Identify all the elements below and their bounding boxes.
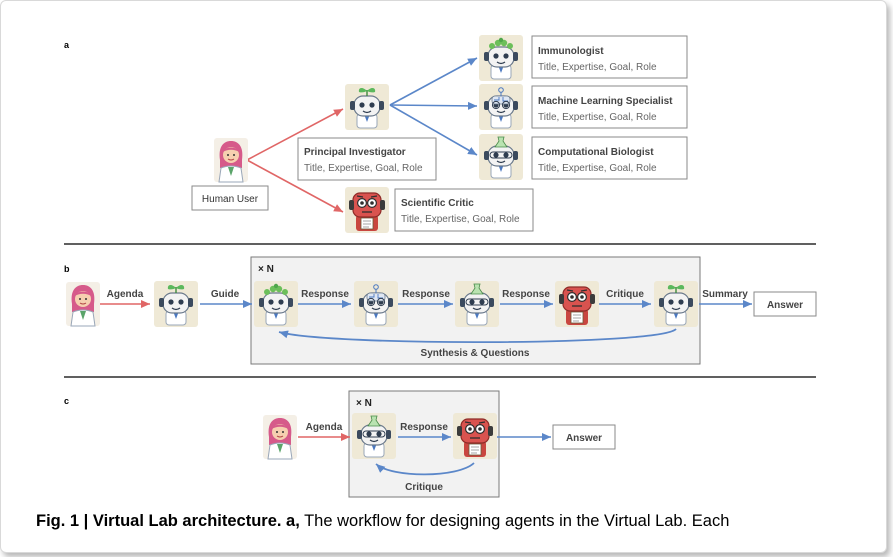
principal-investigator-icon xyxy=(345,84,389,130)
edge-c-response: Response xyxy=(400,422,448,433)
c-comp-biologist-icon xyxy=(352,413,396,459)
human-user-icon xyxy=(213,137,249,183)
arrow-b-synthesis-loop xyxy=(278,328,677,344)
b-critic-icon xyxy=(554,280,600,328)
critic-subtitle: Title, Expertise, Goal, Role xyxy=(401,214,520,225)
critic-title: Scientific Critic xyxy=(401,198,474,209)
ml-specialist-subtitle: Title, Expertise, Goal, Role xyxy=(538,112,657,123)
b-pi-icon xyxy=(154,281,198,327)
arrow-pi-to-comp-biologist xyxy=(389,104,478,156)
edge-b-response-1: Response xyxy=(301,289,349,300)
panel-c-label: c xyxy=(64,396,69,406)
c-human-user-icon xyxy=(262,414,298,460)
panel-c: c × N Agenda Response Critique Answer xyxy=(64,390,616,498)
arrow-pi-to-immunologist xyxy=(389,57,478,106)
caption-bold: Fig. 1 | Virtual Lab architecture. a, xyxy=(36,512,300,530)
comp-biologist-box xyxy=(531,136,688,180)
b-immunologist-icon xyxy=(254,281,298,327)
pi-title: Principal Investigator xyxy=(304,147,406,158)
caption-text: The workflow for designing agents in the… xyxy=(299,512,730,530)
comp-biologist-icon xyxy=(479,134,523,180)
immunologist-subtitle: Title, Expertise, Goal, Role xyxy=(538,62,657,73)
panel-b-repeat-label: × N xyxy=(258,264,274,275)
immunologist-box xyxy=(531,35,688,79)
immunologist-icon xyxy=(479,35,523,81)
panel-c-repeat-label: × N xyxy=(356,398,372,409)
b-ml-specialist-icon xyxy=(354,281,398,327)
b-answer-label: Answer xyxy=(767,300,803,311)
arrow-pi-to-ml-specialist xyxy=(389,101,478,110)
ml-specialist-icon xyxy=(479,84,523,130)
ml-specialist-box xyxy=(531,85,688,129)
edge-b-response-2: Response xyxy=(402,289,450,300)
b-human-user-icon xyxy=(65,281,101,327)
b-pi-summary-icon xyxy=(654,281,698,327)
edge-b-critique: Critique xyxy=(606,289,644,300)
human-user-label: Human User xyxy=(202,194,259,205)
edge-b-agenda: Agenda xyxy=(107,289,144,300)
b-comp-biologist-icon xyxy=(455,281,499,327)
comp-biologist-title: Computational Biologist xyxy=(538,147,654,158)
arrow-c-critique-loop xyxy=(375,462,475,476)
c-answer-box xyxy=(552,424,616,450)
pi-box xyxy=(297,137,437,181)
arrow-human-to-critic xyxy=(246,159,344,213)
edge-b-guide: Guide xyxy=(211,289,240,300)
ml-specialist-title: Machine Learning Specialist xyxy=(538,96,673,107)
edge-c-critique: Critique xyxy=(405,482,443,493)
panel-a: a Human User Principal Investigator Titl… xyxy=(64,35,688,234)
comp-biologist-subtitle: Title, Expertise, Goal, Role xyxy=(538,163,657,174)
edge-b-summary: Summary xyxy=(702,289,748,300)
panel-a-label: a xyxy=(64,40,70,50)
c-critic-icon xyxy=(452,412,498,460)
immunologist-title: Immunologist xyxy=(538,46,604,57)
edge-b-response-3: Response xyxy=(502,289,550,300)
scientific-critic-icon xyxy=(344,186,390,234)
pi-subtitle: Title, Expertise, Goal, Role xyxy=(304,163,423,174)
panel-b: b × N Agenda Guide Response Response Res… xyxy=(64,256,817,365)
edge-c-agenda: Agenda xyxy=(306,422,343,433)
c-answer-label: Answer xyxy=(566,433,602,444)
b-answer-box xyxy=(753,291,817,317)
figure-caption: Fig. 1 | Virtual Lab architecture. a, Th… xyxy=(36,512,729,531)
critic-box xyxy=(394,188,534,232)
human-user-box xyxy=(191,185,269,211)
arrow-human-to-pi xyxy=(246,108,344,161)
edge-b-synthesis: Synthesis & Questions xyxy=(421,348,530,359)
panel-b-label: b xyxy=(64,264,70,274)
